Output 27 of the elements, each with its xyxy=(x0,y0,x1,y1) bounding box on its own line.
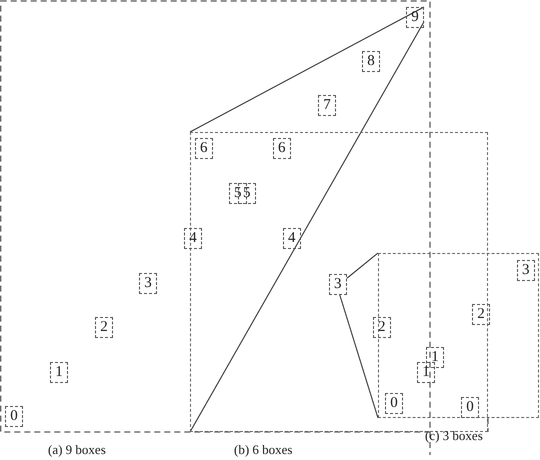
numbered-box: 0 xyxy=(461,397,479,418)
numbered-box: 3 xyxy=(328,274,347,295)
subfigure-frame xyxy=(378,253,539,418)
numbered-box: 8 xyxy=(362,51,380,72)
numbered-box: 6 xyxy=(272,138,291,159)
numbered-box: 4 xyxy=(184,228,202,249)
subfigure-caption: (a) 9 boxes xyxy=(48,442,106,458)
numbered-box: 6 xyxy=(194,138,213,159)
zoom-connector-line xyxy=(346,252,378,279)
zoom-connector-line xyxy=(339,294,378,418)
numbered-box: 1 xyxy=(50,362,68,383)
zoom-connector-line xyxy=(190,6,424,132)
numbered-box: 0 xyxy=(385,393,403,414)
numbered-box: 0 xyxy=(5,406,23,427)
numbered-box: 1 xyxy=(426,347,444,368)
subfigure-caption: (c) 3 boxes xyxy=(425,428,483,444)
subfigure-frame xyxy=(190,132,488,432)
numbered-box: 3 xyxy=(139,273,157,294)
numbered-box: 2 xyxy=(95,317,113,338)
numbered-box: 4 xyxy=(282,228,301,249)
numbered-box: 1 xyxy=(417,362,435,383)
numbered-box: 3 xyxy=(516,260,535,281)
numbered-box: 2 xyxy=(372,316,391,338)
numbered-box: 7 xyxy=(318,95,336,116)
zoom-connector-line xyxy=(190,21,424,432)
numbered-box: 9 xyxy=(406,7,424,28)
subfigure-caption: (b) 6 boxes xyxy=(234,442,292,458)
